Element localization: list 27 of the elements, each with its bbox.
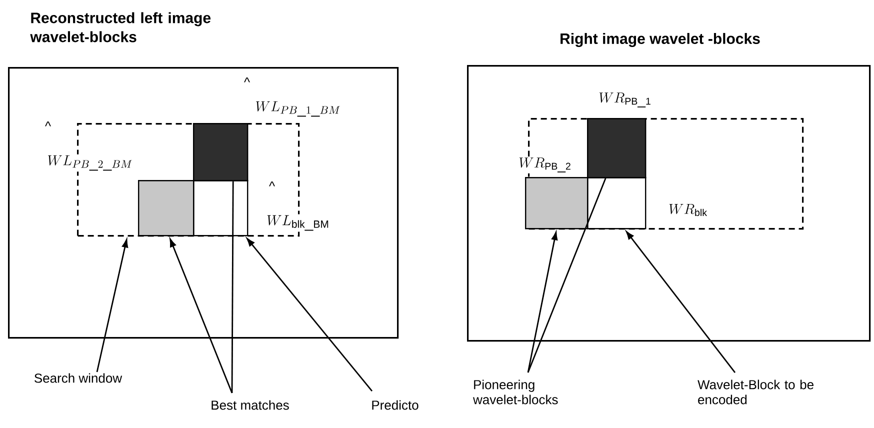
panel-heading: Right image wavelet -blocks [560,32,760,48]
block-label: $WL_{PB\_2\_BM}$ [46,154,134,172]
dotted-block [525,177,588,230]
leader-arrow [246,238,373,392]
block-label: $WL_{\mathrm{blk\_BM}}$ [266,214,330,232]
block-label: $WR_{\mathrm{blk}}$ [668,202,709,218]
leader-arrow [170,238,233,394]
block-label: $WR_{\mathrm{PB\_2}}$ [518,156,572,174]
hat-accent: ^ [45,122,51,126]
hat-accent: ^ [269,182,275,186]
callout-text: Best matches [212,400,289,410]
hat-accent: ^ [244,78,250,82]
callout-text: Wavelet-Block to be encoded [698,380,814,404]
textured-block [193,123,248,182]
callout-text: Search window [34,373,122,383]
leader-line [231,181,234,394]
block-label: $WR_{\mathrm{PB\_1}}$ [598,92,652,108]
textured-block [587,118,646,178]
block-label: $WL_{PB\_1\_BM}$ [254,100,342,118]
leader-arrow [96,239,128,372]
leader-arrow [527,232,558,373]
panel-heading: Reconstructed left image wavelet-blocks [30,12,211,42]
leader-line [527,178,606,373]
callout-text: Pioneering wavelet-blocks [473,380,558,404]
dotted-block [138,180,194,236]
callout-text: Predicto [372,400,418,410]
leader-arrow [626,231,736,373]
